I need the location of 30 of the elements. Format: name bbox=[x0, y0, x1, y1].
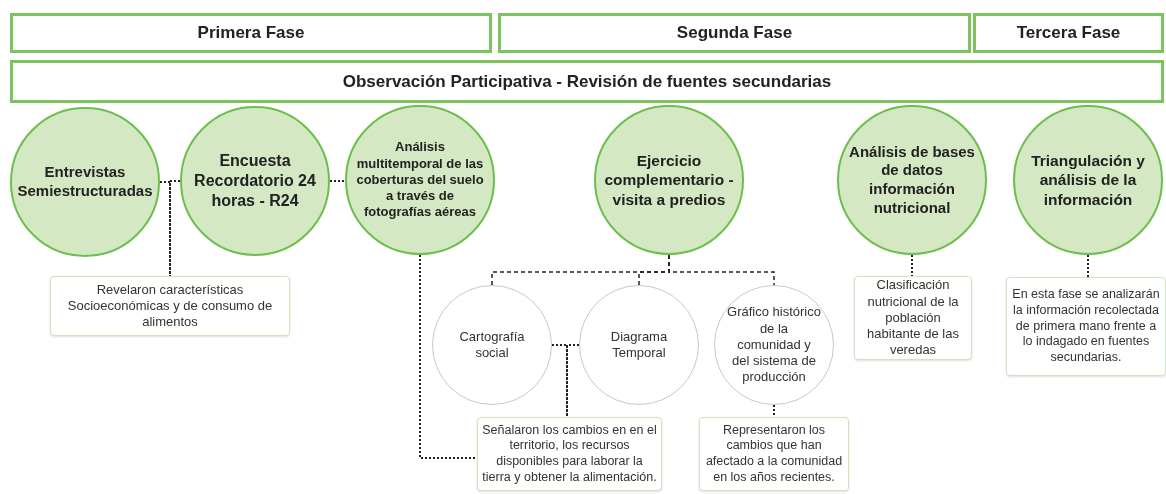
node-label: Encuesta Recordatorio 24 horas - R24 bbox=[193, 151, 317, 211]
dotted-connector bbox=[1087, 254, 1089, 278]
dotted-connector bbox=[773, 404, 775, 418]
node-label: Señalaron los cambios en en el territorio, los recursos disponibles para laborar la tierra y obtener la alimentación. bbox=[482, 422, 657, 486]
node-label: En esta fase se analizarán la información recolectada de primera mano frente a lo indagado en fuentes secundarias. bbox=[1011, 287, 1161, 366]
node-label: Clasificación nutricional de la población habitante de las veredas bbox=[866, 277, 960, 359]
node-label: Revelaron características Socioeconómicas y de consumo de alimentos bbox=[66, 281, 274, 331]
node-label: Primera Fase bbox=[197, 22, 305, 45]
node-label: Triangulación y análisis de la información bbox=[1030, 150, 1146, 210]
node-label: Cartografía social bbox=[458, 328, 526, 362]
node-label: Ejercicio complementario - visita a predios bbox=[604, 150, 734, 210]
phase-box bbox=[10, 60, 1164, 103]
node-label: Análisis multitemporal de las coberturas del suelo a través de fotografías aéreas bbox=[355, 139, 485, 221]
node-label: Segunda Fase bbox=[676, 22, 793, 45]
phase-box bbox=[10, 13, 492, 53]
dotted-connector bbox=[419, 254, 478, 459]
node-label: Tercera Fase bbox=[1016, 22, 1121, 45]
node-label: Representaron los cambios que han afectado a la comunidad en los años recientes. bbox=[704, 422, 844, 486]
node-label: Diagrama Temporal bbox=[609, 328, 669, 362]
node-label: Entrevistas Semiestructuradas bbox=[17, 163, 153, 201]
result-box bbox=[854, 276, 972, 360]
dotted-connector bbox=[668, 254, 775, 286]
dotted-connector bbox=[551, 344, 568, 418]
node-label: Observación Participativa - Revisión de fuentes secundarias bbox=[342, 70, 832, 93]
phase-box bbox=[498, 13, 971, 53]
node-label: Gráfico histórico de la comunidad y del sistema de producción bbox=[727, 304, 821, 386]
phase-box bbox=[973, 13, 1164, 53]
node-label: Análisis de bases de datos información nutricional bbox=[848, 142, 976, 218]
result-box bbox=[1006, 277, 1166, 376]
result-box bbox=[50, 276, 290, 336]
